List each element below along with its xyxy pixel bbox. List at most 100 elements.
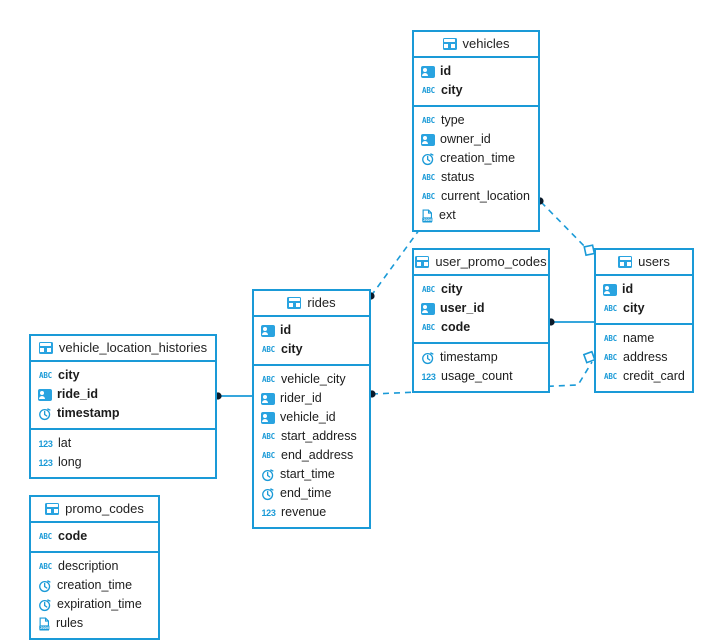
table-column-revenue[interactable]: revenue [261,503,362,522]
table-column-vehicle_id[interactable]: vehicle_id [261,408,362,427]
entity-table-users[interactable]: users id city name address credit_card [594,248,694,393]
123-number-icon [38,438,53,450]
edge-line [540,201,592,254]
abc-text-icon [421,284,436,296]
table-column-long[interactable]: long [38,453,208,472]
table-column-expiration_time[interactable]: expiration_time [38,595,151,614]
abc-text-icon [261,374,276,386]
primary-key-column-city[interactable]: city [421,280,541,299]
table-column-timestamp[interactable]: timestamp [421,348,541,367]
primary-key-column-timestamp[interactable]: timestamp [38,404,208,423]
table-column-ext[interactable]: JSON ext [421,206,531,225]
table-column-status[interactable]: status [421,168,531,187]
abc-text-icon [603,333,618,345]
table-column-creation_time[interactable]: creation_time [421,149,531,168]
table-column-name[interactable]: name [603,329,685,348]
relationship-userpromocodes-users [547,318,594,326]
table-column-end_time[interactable]: end_time [261,484,362,503]
id-badge-icon [421,65,435,78]
table-header-users[interactable]: users [596,250,692,276]
entity-table-user_promo_codes[interactable]: user_promo_codescity user_idcode timestamp… [412,248,550,393]
table-header-rides[interactable]: rides [254,291,369,317]
abc-text-icon [603,352,618,364]
table-column-lat[interactable]: lat [38,434,208,453]
svg-text:JSON: JSON [40,626,49,630]
primary-key-section-vehicles: id city [414,58,538,107]
column-name: description [58,559,119,573]
table-column-description[interactable]: description [38,557,151,576]
primary-key-column-id[interactable]: id [261,321,362,340]
abc-text-icon [38,561,53,573]
column-name: expiration_time [57,597,142,611]
table-column-end_address[interactable]: end_address [261,446,362,465]
column-name: city [58,368,80,382]
abc-text-icon [38,531,53,543]
column-name: user_id [440,301,485,315]
primary-key-column-code[interactable]: code [38,527,151,546]
table-column-address[interactable]: address [603,348,685,367]
column-name: id [440,64,452,78]
abc-text-icon [261,344,276,356]
entity-table-vehicle_location_histories[interactable]: vehicle_location_historiescity ride_idtim… [29,334,217,479]
table-name: promo_codes [65,501,144,516]
table-grid-icon [287,296,302,309]
primary-key-column-city[interactable]: city [421,81,531,100]
table-column-type[interactable]: type [421,111,531,130]
primary-key-column-ride_id[interactable]: ride_id [38,385,208,404]
column-name: creation_time [57,578,133,592]
primary-key-column-city[interactable]: city [603,299,685,318]
clock-icon [421,351,435,365]
primary-key-column-id[interactable]: id [603,280,685,299]
table-column-rider_id[interactable]: rider_id [261,389,362,408]
table-name: vehicles [462,36,510,51]
svg-text:JSON: JSON [423,218,432,222]
primary-key-column-city[interactable]: city [38,366,208,385]
column-name: address [623,350,668,364]
column-name: ext [439,208,456,222]
column-name: type [441,113,465,127]
abc-text-icon [421,172,436,184]
table-column-current_location[interactable]: current_location [421,187,531,206]
column-name: start_address [281,429,357,443]
table-column-owner_id[interactable]: owner_id [421,130,531,149]
clock-icon [38,579,52,593]
column-name: end_address [281,448,354,462]
primary-key-section-promo_codes: code [31,523,158,553]
table-column-start_time[interactable]: start_time [261,465,362,484]
json-document-icon: JSON [421,208,434,223]
table-grid-icon [45,502,60,515]
clock-icon [38,598,52,612]
relationship-vlh-rides [214,392,252,400]
table-header-promo_codes[interactable]: promo_codes [31,497,158,523]
primary-key-column-city[interactable]: city [261,340,362,359]
column-name: timestamp [57,406,120,420]
column-name: owner_id [440,132,491,146]
primary-key-column-id[interactable]: id [421,62,531,81]
entity-table-promo_codes[interactable]: promo_codescode description creation_timee… [29,495,160,640]
table-header-vehicle_location_histories[interactable]: vehicle_location_histories [31,336,215,362]
table-header-vehicles[interactable]: vehicles [414,32,538,58]
table-column-start_address[interactable]: start_address [261,427,362,446]
edge-target-square [583,244,596,257]
table-header-user_promo_codes[interactable]: user_promo_codes [414,250,548,276]
clock-icon [421,152,435,166]
primary-key-column-code[interactable]: code [421,318,541,337]
table-column-credit_card[interactable]: credit_card [603,367,685,386]
id-badge-icon [261,324,275,337]
column-name: city [441,83,463,97]
column-name: city [623,301,645,315]
table-column-usage_count[interactable]: usage_count [421,367,541,386]
table-column-vehicle_city[interactable]: vehicle_city [261,370,362,389]
columns-section-users: name address credit_card [596,325,692,391]
primary-key-section-vehicle_location_histories: city ride_id timestamp [31,362,215,430]
table-column-creation_time[interactable]: creation_time [38,576,151,595]
column-name: vehicle_id [280,410,336,424]
column-name: name [623,331,655,345]
columns-section-user_promo_codes: timestampusage_count [414,344,548,391]
column-name: code [441,320,471,334]
table-grid-icon [618,255,633,268]
entity-table-vehicles[interactable]: vehicles id city type owner_id creation_times… [412,30,540,232]
primary-key-column-user_id[interactable]: user_id [421,299,541,318]
